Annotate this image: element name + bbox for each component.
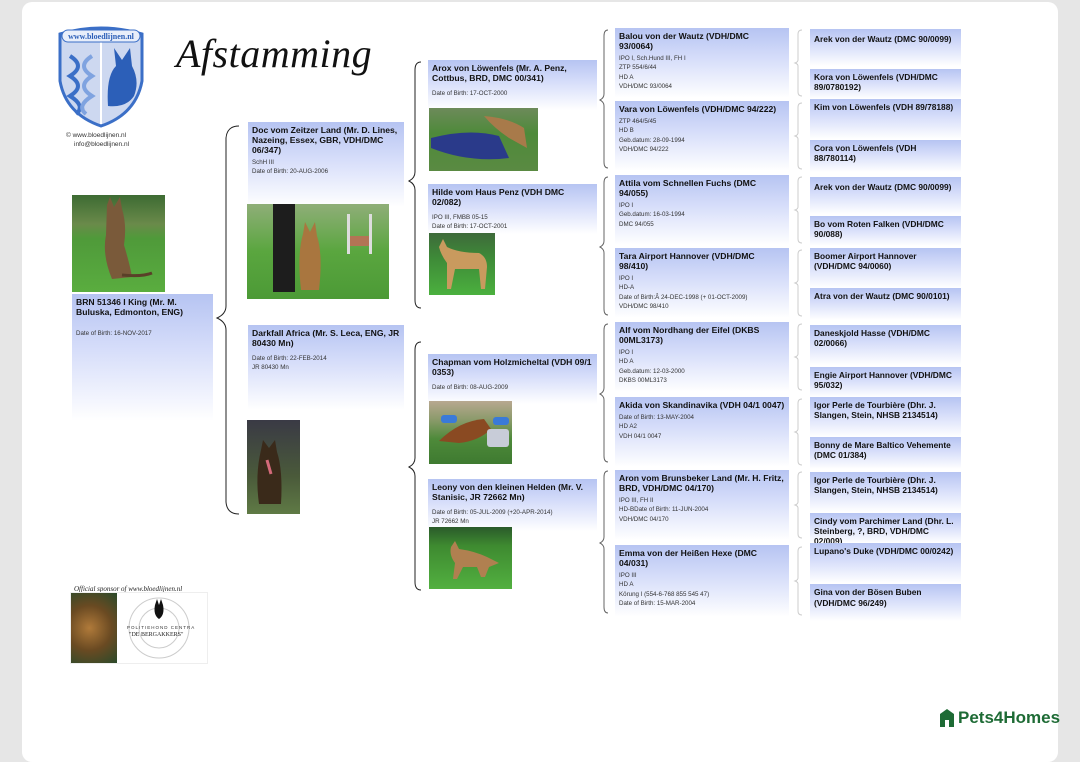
ancestor-photo [429, 401, 512, 464]
ancestor-card[interactable]: Boomer Airport Hannover (VDH/DMC 94/0060… [810, 248, 961, 288]
ancestor-card[interactable]: Tara Airport Hannover (VDH/DMC 98/410) I… [615, 248, 789, 318]
ancestor-card[interactable]: Chapman vom Holzmicheltal (VDH 09/1 0353… [428, 354, 597, 404]
ancestor-card[interactable]: Hilde vom Haus Penz (VDH DMC 02/082) IPO… [428, 184, 597, 234]
ancestor-card[interactable]: Daneskjold Hasse (VDH/DMC 02/0066) [810, 325, 961, 365]
svg-text:www.bloedlijnen.nl: www.bloedlijnen.nl [68, 32, 135, 41]
ancestor-card[interactable]: Akida von Skandinavika (VDH 04/1 0047) D… [615, 397, 789, 467]
dam-photo [247, 420, 300, 514]
ancestor-card[interactable]: Igor Perle de Tourbière (Dhr. J. Slangen… [810, 397, 961, 437]
ancestor-card[interactable]: Engie Airport Hannover (VDH/DMC 95/032) [810, 367, 961, 397]
copyright-text: © www.bloedlijnen.nl [66, 132, 127, 139]
ancestor-card[interactable]: Bo vom Roten Falken (VDH/DMC 90/088) [810, 216, 961, 246]
ancestor-card[interactable]: Balou von der Wautz (VDH/DMC 93/0064) IP… [615, 28, 789, 98]
ancestor-card[interactable]: Alf vom Nordhang der Eifel (DKBS 00ML317… [615, 322, 789, 392]
ancestor-card[interactable]: Arek von der Wautz (DMC 90/0099) [810, 29, 961, 66]
ancestor-photo [429, 108, 538, 171]
bracket-line [793, 249, 803, 317]
ancestor-card[interactable]: Leony von den kleinen Helden (Mr. V. Sta… [428, 479, 597, 531]
bracket-line [407, 61, 422, 309]
ancestor-card[interactable]: Kora von Löwenfels (VDH/DMC 89/0780192) [810, 69, 961, 99]
bracket-line [793, 471, 803, 539]
sire-card[interactable]: Doc vom Zeitzer Land (Mr. D. Lines, Naze… [248, 122, 404, 207]
sponsor-banner[interactable]: POLITIEHOND CENTRA "DE BERGAKKERS" [70, 592, 208, 664]
pets4homes-watermark: Pets4Homes [938, 708, 1060, 728]
pets4homes-house-icon [940, 709, 954, 727]
ancestor-card[interactable]: Vara von Löwenfels (VDH/DMC 94/222) ZTP … [615, 101, 789, 171]
target-rings-icon [128, 597, 190, 659]
sponsor-dog-photo [71, 593, 117, 663]
dam-card[interactable]: Darkfall Africa (Mr. S. Leca, ENG, JR 80… [248, 325, 404, 410]
bracket-line [793, 398, 803, 466]
bracket-line [598, 323, 609, 463]
bracket-line [598, 29, 609, 169]
email-link[interactable]: info@bloedlijnen.nl [74, 141, 130, 148]
bracket-line [598, 176, 609, 316]
ancestor-photo [429, 527, 512, 589]
sponsor-company: POLITIEHOND CENTRA [127, 625, 196, 630]
ancestor-card[interactable]: Cora von Löwenfels (VDH 88/780114) [810, 140, 961, 172]
ancestor-card[interactable]: Bonny de Mare Baltico Vehemente (DMC 01/… [810, 437, 961, 469]
ancestor-card[interactable]: Cindy vom Parchimer Land (Dhr. L. Steinb… [810, 513, 961, 546]
ancestor-card[interactable]: Emma von der Heißen Hexe (DMC 04/031) IP… [615, 545, 789, 617]
bracket-line [793, 546, 803, 616]
ancestor-card[interactable]: Atra von der Wautz (DMC 90/0101) [810, 288, 961, 320]
bracket-line [793, 323, 803, 391]
ancestor-card[interactable]: Kim von Löwenfels (VDH 89/78188) [810, 99, 961, 139]
bracket-line [598, 470, 609, 614]
bracket-line [793, 176, 803, 244]
ancestor-card[interactable]: Aron vom Brunsbeker Land (Mr. H. Fritz, … [615, 470, 789, 540]
ancestor-photo [429, 233, 495, 295]
bracket-line [215, 125, 240, 515]
ancestor-card[interactable]: Gina von der Bösen Buben (VDH/DMC 96/249… [810, 584, 961, 621]
bloedlijnen-logo-icon: www.bloedlijnen.nl [58, 26, 144, 128]
subject-photo [72, 195, 165, 292]
bracket-line [793, 102, 803, 170]
ancestor-card[interactable]: Lupano's Duke (VDH/DMC 00/0242) [810, 543, 961, 583]
sponsor-name: "DE BERGAKKERS" [129, 632, 184, 638]
bracket-line [407, 341, 422, 591]
ancestor-card[interactable]: Igor Perle de Tourbière (Dhr. J. Slangen… [810, 472, 961, 512]
sponsor-label: Official sponsor of www.bloedlijnen.nl [74, 585, 183, 593]
sire-photo [247, 204, 389, 299]
subject-card[interactable]: BRN 51346 I King (Mr. M. Buluska, Edmont… [72, 294, 213, 421]
ancestor-card[interactable]: Attila vom Schnellen Fuchs (DMC 94/055) … [615, 175, 789, 245]
ancestor-card[interactable]: Arek von der Wautz (DMC 90/0099) [810, 177, 961, 214]
ancestor-card[interactable]: Arox von Löwenfels (Mr. A. Penz, Cottbus… [428, 60, 597, 110]
bracket-line [793, 29, 803, 97]
page-title: Afstamming [176, 31, 373, 76]
